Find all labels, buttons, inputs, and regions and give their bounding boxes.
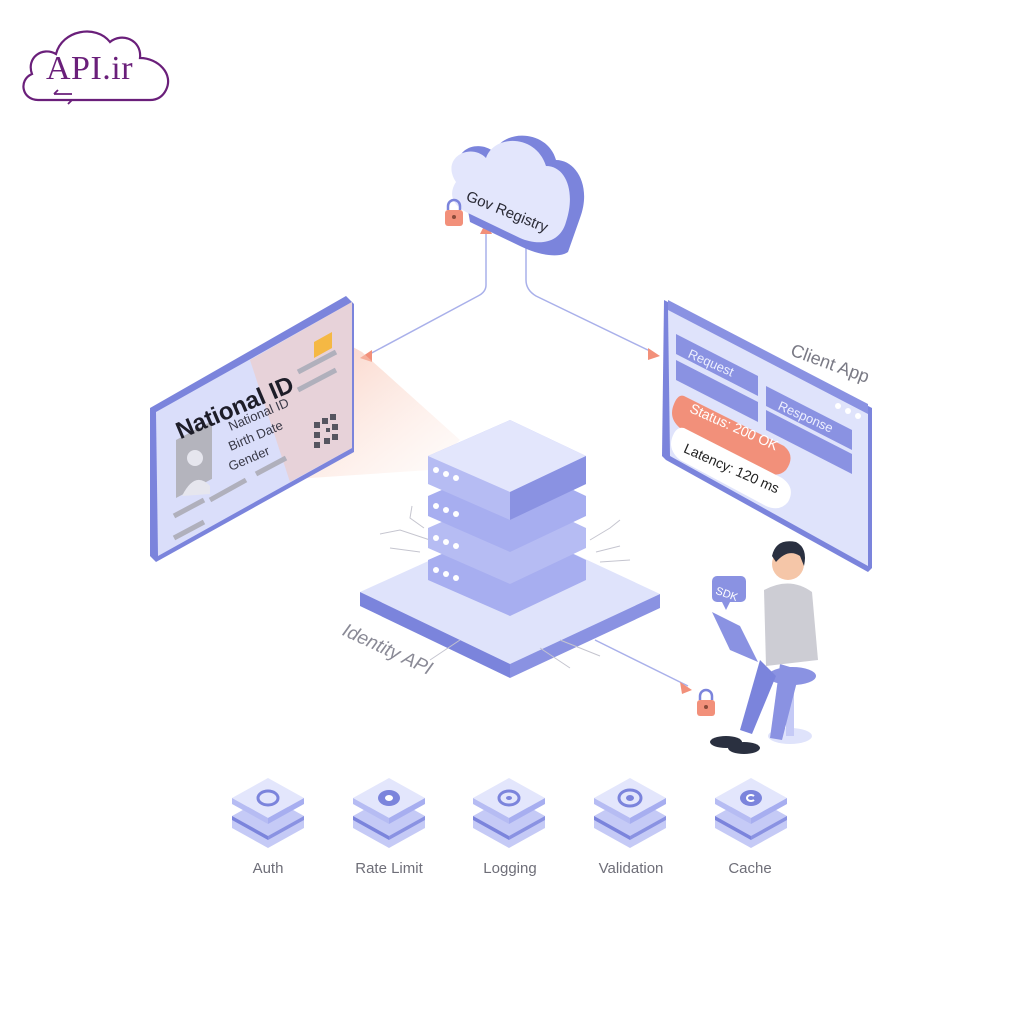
national-id-card (150, 296, 354, 562)
middleware-label: Cache (728, 860, 772, 877)
cloud-logo-icon (22, 30, 170, 105)
lock-icon (697, 688, 715, 716)
auth-module-icon (232, 778, 304, 848)
middleware-validation: Validation (576, 778, 686, 877)
logo-text: API.ir (46, 50, 134, 87)
arrow-down-right-icon (680, 682, 692, 694)
middleware-icons (232, 778, 787, 848)
qr-code-icon (314, 414, 338, 448)
middleware-auth: Auth (213, 778, 323, 877)
middleware-label: Logging (483, 860, 537, 877)
connector-lines (365, 232, 689, 687)
middleware-cache: Cache (695, 778, 805, 877)
client-app-window (662, 300, 872, 572)
cache-module-icon (715, 778, 787, 848)
server-layer (428, 420, 586, 616)
lock-icon (445, 198, 463, 226)
developer-figure (710, 541, 818, 754)
sdk-bubble (712, 576, 746, 602)
identity-api-server (360, 420, 660, 678)
middleware-label: Auth (252, 860, 284, 877)
laptop-icon (712, 612, 758, 662)
logging-module-icon (473, 778, 545, 848)
validation-module-icon (594, 778, 666, 848)
rate-limit-module-icon (353, 778, 425, 848)
chip-icon (314, 332, 332, 358)
arrow-right-icon (648, 348, 660, 360)
api-ir-logo: API.ir (18, 18, 178, 110)
middleware-label: Rate Limit (355, 860, 423, 877)
middleware-logging: Logging (455, 778, 565, 877)
middleware-rate-limit: Rate Limit (334, 778, 444, 877)
middleware-label: Validation (598, 860, 664, 877)
gov-registry-cloud (451, 135, 585, 256)
